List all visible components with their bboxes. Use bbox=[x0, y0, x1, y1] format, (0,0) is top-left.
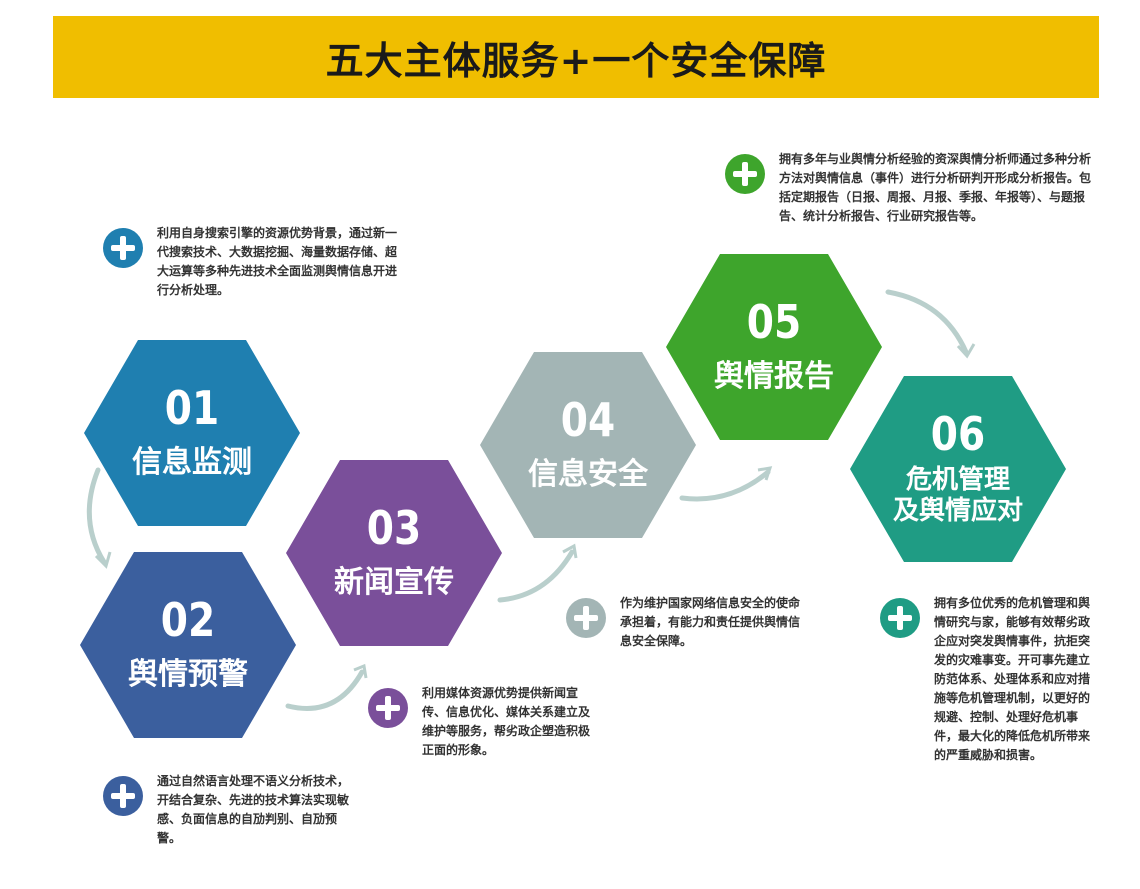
hexagon-04: 04 信息安全 bbox=[480, 352, 696, 538]
hex-shape-01 bbox=[84, 340, 300, 526]
hex-shape-06 bbox=[850, 376, 1066, 562]
hex-shape-05 bbox=[666, 254, 882, 440]
plus-icon bbox=[103, 776, 143, 816]
note-report: 拥有多年与业舆情分析经验的资深舆情分析师通过多种分析方法对舆情信息（事件）进行分… bbox=[725, 150, 1095, 226]
arrow-03-04 bbox=[497, 549, 575, 603]
hex-label-06-line2: 及舆情应对 bbox=[892, 496, 1023, 526]
note-text-publicity: 利用媒体资源优势提供新闻宣传、信息优化、媒体关系建立及维护等服务，帮劣政企塑造积… bbox=[422, 686, 591, 757]
title-banner: 五大主体服务+一个安全保障 bbox=[53, 16, 1099, 98]
note-crisis: 拥有多位优秀的危机管理和舆情研究与家，能够有效帮劣政企应对突发舆情事件，抗拒突发… bbox=[880, 594, 1098, 765]
hexagon-01: 01 信息监测 bbox=[84, 340, 300, 526]
plus-icon bbox=[566, 598, 606, 638]
hex-number-04: 04 bbox=[560, 393, 616, 447]
note-text-monitoring: 利用自身搜索引擎的资源优势背景，通过新一代搜索技术、大数据挖掘、海量数据存储、超… bbox=[157, 226, 398, 297]
arrow-04-05 bbox=[679, 469, 771, 502]
hexagon-05: 05 舆情报告 bbox=[666, 254, 882, 440]
note-publicity: 利用媒体资源优势提供新闻宣传、信息优化、媒体关系建立及维护等服务，帮劣政企塑造积… bbox=[368, 684, 598, 760]
hex-number-03: 03 bbox=[366, 501, 422, 555]
hexagon-06: 06 危机管理 及舆情应对 bbox=[850, 376, 1066, 562]
arrowhead-03-04 bbox=[562, 543, 578, 559]
page-title: 五大主体服务+一个安全保障 bbox=[325, 38, 827, 83]
hexagon-03: 03 新闻宣传 bbox=[286, 460, 502, 646]
plus-icon bbox=[103, 228, 143, 268]
arrowhead-05-06 bbox=[956, 343, 976, 359]
hex-shape-04 bbox=[480, 352, 696, 538]
arrowhead-01-02 bbox=[94, 551, 112, 569]
hex-number-02: 02 bbox=[160, 593, 216, 647]
note-text-security: 作为维护国家网络信息安全的使命承担着，有能力和责任提供舆情信息安全保障。 bbox=[620, 596, 801, 648]
hex-label-06-line1: 危机管理 bbox=[905, 464, 1010, 495]
plus-icon bbox=[368, 688, 408, 728]
hex-label-01: 信息监测 bbox=[132, 445, 252, 480]
arrowhead-02-03 bbox=[353, 663, 368, 679]
hex-label-04: 信息安全 bbox=[528, 457, 648, 492]
hex-number-05: 05 bbox=[746, 295, 802, 349]
note-security: 作为维护国家网络信息安全的使命承担着，有能力和责任提供舆情信息安全保障。 bbox=[566, 594, 800, 651]
arrowhead-04-05 bbox=[757, 466, 773, 481]
hex-label-02: 舆情预警 bbox=[128, 657, 248, 692]
hex-number-06: 06 bbox=[930, 406, 986, 461]
note-monitoring: 利用自身搜索引擎的资源优势背景，通过新一代搜索技术、大数据挖掘、海量数据存储、超… bbox=[103, 224, 403, 300]
hex-shape-03 bbox=[286, 460, 502, 646]
note-text-crisis: 拥有多位优秀的危机管理和舆情研究与家，能够有效帮劣政企应对突发舆情事件，抗拒突发… bbox=[934, 596, 1091, 762]
hex-label-05: 舆情报告 bbox=[714, 359, 834, 394]
arrow-05-06 bbox=[885, 289, 969, 355]
note-text-warning: 通过自然语言处理不语义分析技术，开结合复杂、先进的技术算法实现敏感、负面信息的自… bbox=[157, 774, 350, 845]
plus-icon bbox=[725, 154, 765, 194]
note-text-report: 拥有多年与业舆情分析经验的资深舆情分析师通过多种分析方法对舆情信息（事件）进行分… bbox=[779, 152, 1092, 223]
hex-number-01: 01 bbox=[164, 381, 220, 435]
hex-shape-02 bbox=[80, 552, 296, 738]
note-warning: 通过自然语言处理不语义分析技术，开结合复杂、先进的技术算法实现敏感、负面信息的自… bbox=[103, 772, 353, 848]
arrow-01-02 bbox=[86, 467, 107, 565]
arrow-02-03 bbox=[285, 669, 365, 711]
plus-icon bbox=[880, 598, 920, 638]
hexagon-02: 02 舆情预警 bbox=[80, 552, 296, 738]
hex-label-03: 新闻宣传 bbox=[334, 565, 454, 600]
